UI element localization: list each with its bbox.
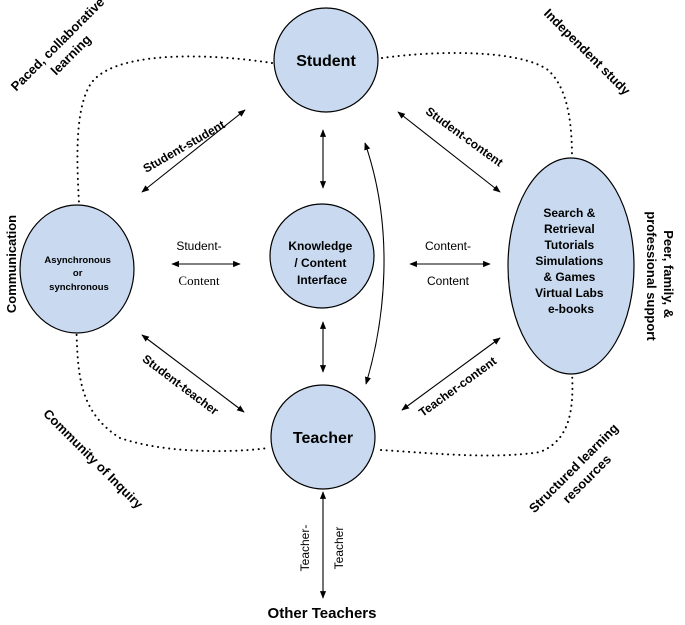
dotted-boundary bbox=[76, 55, 273, 223]
knowledge-node bbox=[269, 203, 375, 309]
resources-node bbox=[507, 157, 635, 375]
student-content-mid-label-line1: Student- bbox=[176, 239, 221, 253]
student-teacher-label: Student-teacher bbox=[140, 352, 222, 418]
arrow-student-resources bbox=[397, 111, 501, 193]
student-node bbox=[273, 7, 379, 113]
independent-study-label: Independent study bbox=[541, 6, 634, 99]
student-label: Student bbox=[296, 53, 356, 70]
content-content-label-line1: Content- bbox=[425, 239, 471, 253]
community-of-inquiry-label: Community of Inquiry bbox=[40, 406, 146, 512]
structured-learning-label: Structured learning resources bbox=[526, 418, 636, 528]
content-content-label-line2: Content bbox=[427, 274, 470, 288]
arrow-async-teacher bbox=[141, 334, 245, 413]
arrow-student-async bbox=[141, 109, 246, 193]
other-teachers-label: Other Teachers bbox=[268, 605, 377, 622]
async-label: Asynchronous or synchronous bbox=[44, 255, 113, 293]
student-content-top-label: Student-content bbox=[423, 104, 506, 169]
arrow-student-teacher-curve bbox=[364, 142, 385, 385]
teacher-teacher-label-line2: Teacher bbox=[332, 527, 346, 570]
dotted-boundary bbox=[75, 317, 269, 453]
communication-label: Communication bbox=[4, 215, 19, 313]
resources-label: Search & Retrieval Tutorials Simulations… bbox=[535, 206, 607, 316]
student-student-label: Student-student bbox=[141, 117, 228, 175]
dotted-boundary bbox=[379, 371, 574, 457]
teacher-node bbox=[270, 384, 376, 490]
teacher-teacher-label-line1: Teacher- bbox=[298, 525, 312, 572]
async-node bbox=[19, 204, 135, 334]
dotted-boundary bbox=[381, 52, 573, 161]
arrow-resources-teacher bbox=[401, 337, 501, 411]
paced-collaborative-label: Paced, collaborative learning bbox=[8, 0, 122, 106]
student-content-mid-label-line2: Content bbox=[178, 273, 220, 288]
peer-support-label: Peer, family, & professional support bbox=[644, 211, 676, 341]
knowledge-label: Knowledge / Content Interface bbox=[288, 239, 355, 287]
teacher-content-label: Teacher-content bbox=[416, 354, 499, 420]
teacher-label: Teacher bbox=[293, 430, 353, 447]
